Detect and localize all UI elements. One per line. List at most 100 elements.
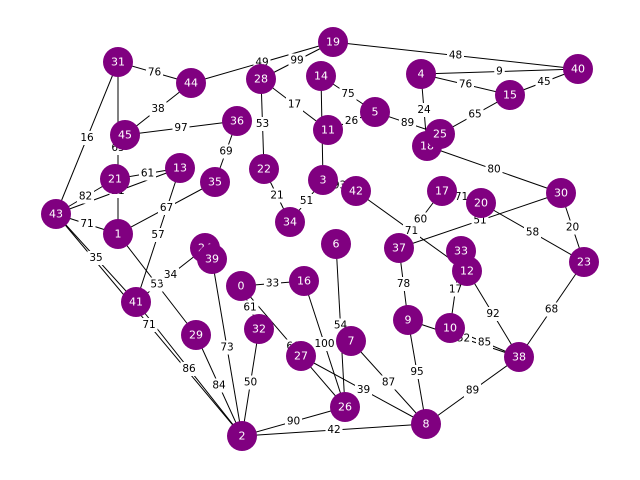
node-15: 15: [495, 80, 525, 110]
edge-weight-label-background: [476, 335, 493, 350]
edge-weight-text: 90: [287, 416, 300, 428]
node-circle: [425, 119, 455, 149]
node-21: 21: [100, 164, 130, 194]
node-label: 34: [283, 216, 297, 229]
edge-weight-label: 76: [146, 65, 163, 80]
edge-weight-label-background: [87, 251, 105, 265]
node-circle: [275, 207, 305, 237]
edge-weight-label-background: [298, 194, 315, 208]
edge-weight-label: 95: [408, 365, 426, 379]
node-19: 19: [318, 27, 348, 57]
edge-weight-text: 89: [466, 385, 479, 397]
edge-weight-label-background: [254, 117, 271, 131]
node-2: 2: [227, 421, 257, 451]
node-label: 37: [392, 242, 406, 255]
edge-weight-text: 85: [478, 337, 491, 349]
edge-weight-label: 16: [78, 131, 96, 145]
edge-weight-text: 99: [290, 55, 303, 67]
node-label: 45: [118, 129, 132, 142]
node-circle: [41, 199, 71, 229]
edge-weight-label: 84: [210, 378, 228, 393]
node-circle: [393, 305, 423, 335]
edge-weight-text: 16: [80, 132, 94, 144]
edge-weight-text: 95: [410, 366, 423, 378]
edge-weight-label-background: [355, 383, 372, 397]
node-circle: [227, 421, 257, 451]
edge-weight-text: 68: [545, 304, 558, 316]
node-circle: [197, 244, 227, 274]
edge-weight-label: 89: [399, 116, 416, 130]
edge-weight-label: 78: [395, 277, 412, 291]
node-10: 10: [435, 313, 465, 343]
node-circle: [100, 164, 130, 194]
edge-weight-text: 71: [455, 191, 468, 203]
node-circle: [435, 313, 465, 343]
node-circle: [286, 341, 316, 371]
node-41: 41: [121, 287, 151, 317]
edge-weight-label: 58: [524, 225, 541, 240]
node-9: 9: [393, 305, 423, 335]
edge-weight-label: 26: [343, 114, 360, 128]
edge-weight-label-background: [286, 97, 303, 112]
node-circle: [246, 64, 276, 94]
edge-labels-layer: 4899976497645166571823571869042892068859…: [77, 48, 581, 437]
node-label: 26: [338, 401, 352, 414]
edge-weight-label: 35: [87, 251, 105, 265]
node-label: 41: [129, 296, 143, 309]
edge-weight-text: 89: [401, 117, 414, 129]
edge-weight-text: 26: [345, 115, 359, 127]
edge-weight-label: 80: [485, 162, 503, 177]
edge-weight-label: 67: [158, 201, 175, 215]
node-label: 14: [314, 70, 328, 83]
node-25: 25: [425, 119, 455, 149]
node-label: 16: [297, 275, 311, 288]
node-circle: [121, 287, 151, 317]
node-circle: [336, 326, 366, 356]
node-circle: [249, 154, 279, 184]
node-circle: [411, 409, 441, 439]
edge-weight-text: 78: [397, 278, 410, 290]
edge-weight-label: 20: [564, 220, 581, 235]
node-7: 7: [336, 326, 366, 356]
edge-weight-label: 90: [285, 414, 302, 429]
edge-weight-label: 24: [415, 103, 433, 117]
node-label: 11: [321, 124, 335, 137]
node-label: 31: [111, 56, 125, 69]
edge-weight-label-background: [78, 131, 96, 145]
nodes-layer: 0123456789101112131415161718192021222324…: [41, 27, 599, 451]
node-38: 38: [504, 342, 534, 372]
edge-weight-label: 100: [312, 337, 337, 351]
node-circle: [446, 236, 476, 266]
edge-weight-text: 20: [566, 222, 579, 234]
edge-weight-label: 99: [288, 53, 306, 68]
node-17: 17: [427, 176, 457, 206]
node-circle: [495, 80, 525, 110]
node-circle: [176, 68, 206, 98]
edge-weight-label-background: [325, 423, 343, 437]
node-label: 30: [554, 187, 568, 200]
edge-weight-label-background: [218, 340, 236, 355]
edge-weight-text: 53: [256, 118, 269, 130]
node-circle: [103, 47, 133, 77]
edge-weight-label-background: [146, 65, 163, 80]
node-circle: [384, 233, 414, 263]
edge-weight-label: 68: [543, 302, 560, 317]
node-5: 5: [360, 97, 390, 127]
node-circle: [244, 314, 274, 344]
node-label: 27: [294, 350, 308, 363]
node-label: 7: [348, 335, 355, 348]
edge-weight-label-background: [447, 282, 464, 297]
node-label: 39: [205, 253, 219, 266]
node-label: 13: [173, 162, 187, 175]
edge-weight-label: 85: [476, 335, 493, 350]
node-label: 32: [252, 323, 266, 336]
node-label: 17: [435, 185, 449, 198]
edge-weight-label-background: [149, 102, 167, 116]
node-42: 42: [341, 176, 371, 206]
edge-weight-text: 21: [270, 190, 283, 202]
node-circle: [165, 153, 195, 183]
edge-weight-label: 17: [447, 282, 464, 297]
node-35: 35: [200, 167, 230, 197]
edge-weight-text: 17: [288, 99, 301, 111]
